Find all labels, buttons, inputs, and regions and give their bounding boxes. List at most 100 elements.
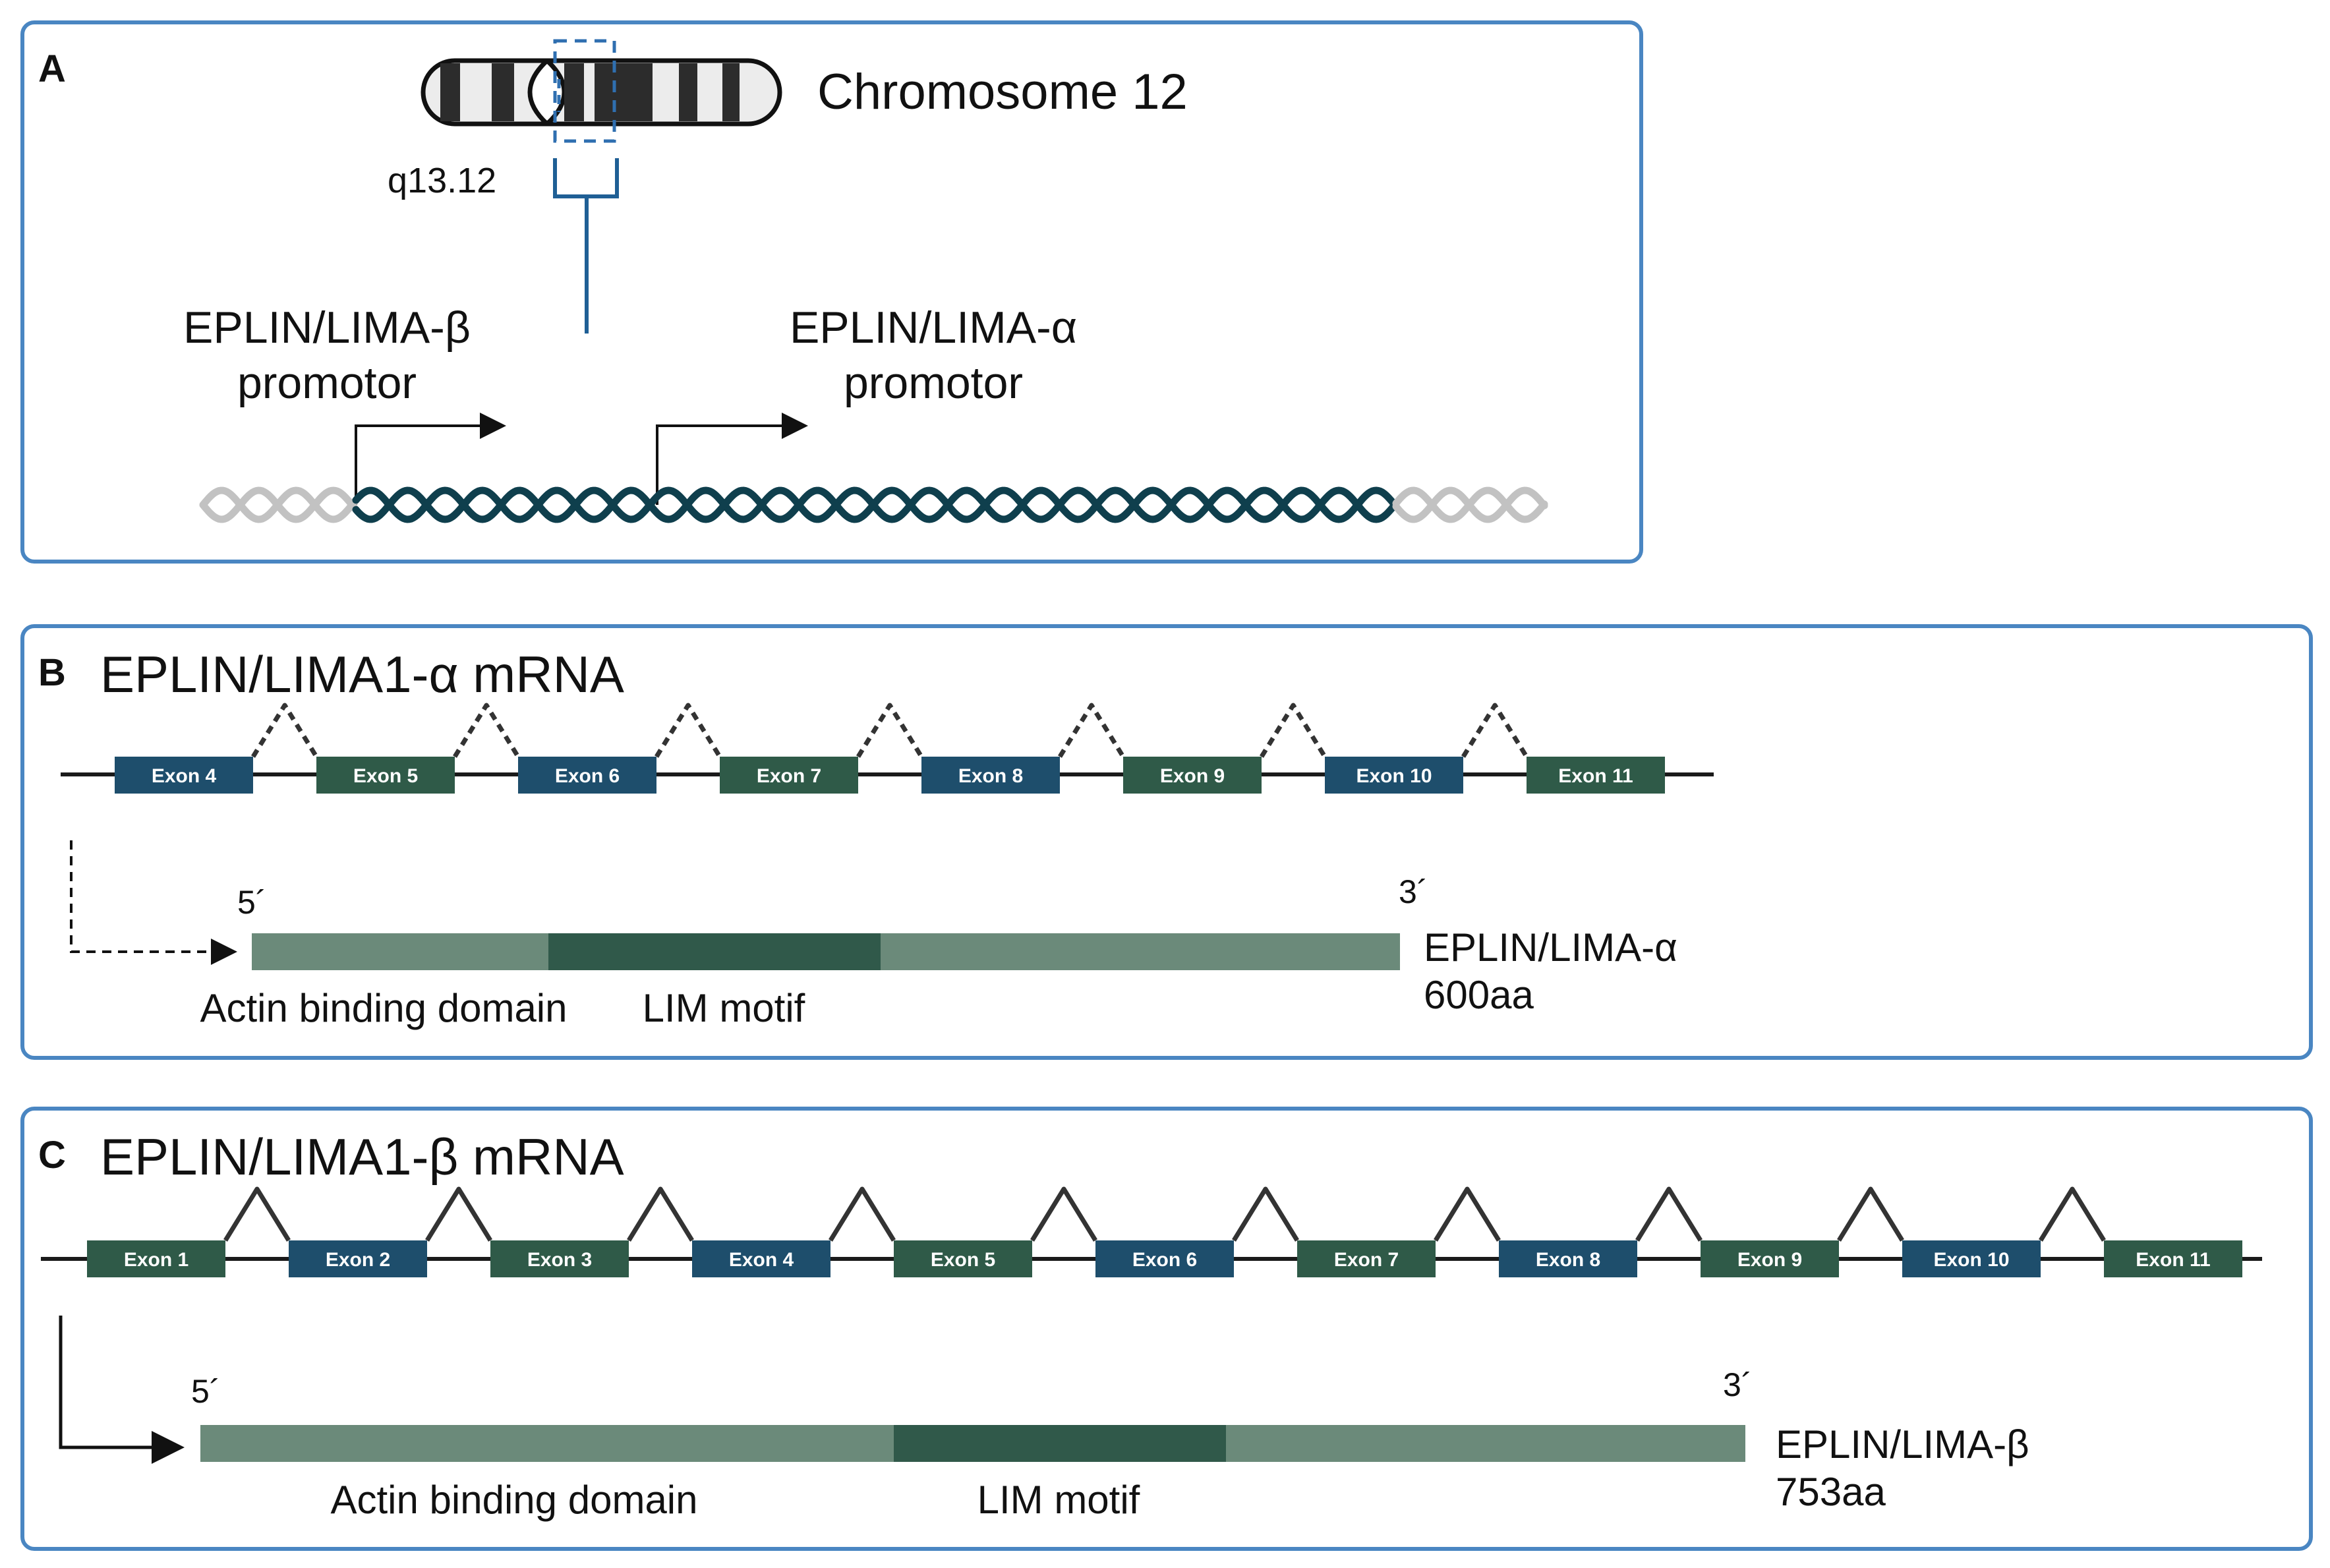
exon-label: Exon 11 [1558, 765, 1633, 787]
exon-label: Exon 10 [1356, 765, 1432, 787]
protein-name-beta: EPLIN/LIMA-β [1776, 1422, 2029, 1466]
dna-flank-left [199, 486, 359, 523]
splice-junction [453, 703, 520, 758]
translation-start-arrow-beta [59, 1316, 185, 1464]
exon-block [1123, 757, 1262, 794]
panel-c-title: EPLIN/LIMA1-β mRNA [100, 1128, 624, 1186]
translation-start-arrow-alpha [70, 840, 237, 965]
exon-label: Exon 10 [1933, 1249, 2009, 1271]
three-prime-label-beta: 3´ [1723, 1366, 1752, 1403]
splice-junction [655, 703, 722, 758]
lim-motif-label-beta: LIM motif [977, 1478, 1140, 1522]
exon-label: Exon 5 [353, 765, 418, 787]
splice-junction [856, 703, 923, 758]
dna-gene-region [352, 486, 1400, 523]
alpha-promoter-arrow [656, 413, 808, 505]
three-prime-label-alpha: 3´ [1399, 873, 1428, 910]
protein-length-alpha: 600aa [1424, 973, 1534, 1017]
splice-junction [1635, 1186, 1703, 1242]
exon-label: Exon 9 [1160, 765, 1225, 787]
alpha-promoter-label-line1: EPLIN/LIMA-α [790, 303, 1077, 353]
five-prime-label-beta: 5´ [191, 1373, 220, 1410]
splice-junction [1461, 703, 1529, 758]
lim-motif-alpha [548, 933, 881, 970]
dna-flank-right [1392, 486, 1548, 523]
zoom-bracket [553, 158, 619, 334]
chromosome-band-highlight [553, 39, 616, 143]
chromosome-band [679, 63, 697, 121]
dna-helix [199, 486, 1548, 523]
alpha-promoter-label-line2: promotor [844, 358, 1023, 408]
band-label: q13.12 [388, 161, 496, 200]
beta-promoter-label-line1: EPLIN/LIMA-β [183, 303, 471, 353]
exon-block [1902, 1240, 2041, 1277]
panel-b-letter: B [38, 651, 66, 694]
splice-junction [1434, 1186, 1501, 1242]
splice-junction [2039, 1186, 2106, 1242]
exon-block [921, 757, 1060, 794]
lim-motif-label-alpha: LIM motif [643, 986, 805, 1030]
exon-label: Exon 6 [1132, 1249, 1197, 1271]
exon-label: Exon 9 [1737, 1249, 1802, 1271]
beta-promoter-arrow [355, 413, 506, 505]
exon-block [1325, 757, 1463, 794]
five-prime-label-alpha: 5´ [237, 884, 266, 921]
exon-row-beta: Exon 1 Exon 2 Exon 3 Exon 4 Exon 5 Exon 6 Exon… [87, 1186, 2242, 1277]
exon-block [692, 1240, 830, 1277]
splice-junction [1837, 1186, 1904, 1242]
exon-block [490, 1240, 629, 1277]
exon-block [316, 757, 455, 794]
chromosome-label: Chromosome 12 [817, 64, 1188, 120]
exon-label: Exon 7 [757, 765, 821, 787]
chromosome-band [564, 63, 584, 121]
actin-binding-domain-label-alpha: Actin binding domain [200, 986, 567, 1030]
chromosome-ideogram [421, 39, 782, 143]
chromosome-band [722, 63, 740, 121]
exon-label: Exon 4 [152, 765, 217, 787]
exon-block [2104, 1240, 2242, 1277]
exon-block [115, 757, 253, 794]
exon-label: Exon 11 [2136, 1249, 2210, 1271]
chromosome-band [492, 63, 514, 121]
exon-block [720, 757, 858, 794]
panel-c-letter: C [38, 1134, 66, 1176]
exon-label: Exon 1 [124, 1249, 189, 1271]
exon-block [518, 757, 656, 794]
exon-label: Exon 8 [958, 765, 1023, 787]
exon-block [1499, 1240, 1637, 1277]
actin-binding-domain-label-beta: Actin binding domain [330, 1478, 697, 1522]
exon-block [1095, 1240, 1234, 1277]
exon-label: Exon 7 [1334, 1249, 1399, 1271]
exon-block [289, 1240, 427, 1277]
exon-label: Exon 3 [527, 1249, 592, 1271]
dna-gene-region [352, 486, 1400, 523]
chromosome-band [595, 63, 653, 121]
beta-promoter-label-line2: promotor [237, 358, 417, 408]
exon-block [1527, 757, 1665, 794]
protein-length-beta: 753aa [1776, 1470, 1886, 1514]
splice-junction [425, 1186, 492, 1242]
exon-block [87, 1240, 225, 1277]
lim-motif-beta [894, 1425, 1226, 1462]
exon-label: Exon 6 [555, 765, 620, 787]
splice-junction [1058, 703, 1125, 758]
splice-junction [251, 703, 318, 758]
splice-junction [1260, 703, 1327, 758]
splice-junction [829, 1186, 896, 1242]
chromosome-band [440, 63, 460, 121]
panel-a: A Chromosome 12 q13.12 EPLIN/LIMA-β prom… [20, 20, 1643, 564]
splice-junction [627, 1186, 694, 1242]
splice-junction [1232, 1186, 1299, 1242]
panel-b: B EPLIN/LIMA1-α mRNA Exon 4 Exon 5 Exon 6 E… [20, 624, 2313, 1060]
exon-label: Exon 5 [931, 1249, 995, 1271]
protein-name-alpha: EPLIN/LIMA-α [1424, 925, 1677, 970]
exon-label: Exon 4 [729, 1249, 794, 1271]
exon-block [1297, 1240, 1436, 1277]
panel-a-letter: A [38, 47, 66, 90]
splice-junction [223, 1186, 291, 1242]
exon-label: Exon 8 [1536, 1249, 1600, 1271]
exon-label: Exon 2 [326, 1249, 390, 1271]
exon-block [894, 1240, 1032, 1277]
panel-b-title: EPLIN/LIMA1-α mRNA [100, 645, 624, 703]
